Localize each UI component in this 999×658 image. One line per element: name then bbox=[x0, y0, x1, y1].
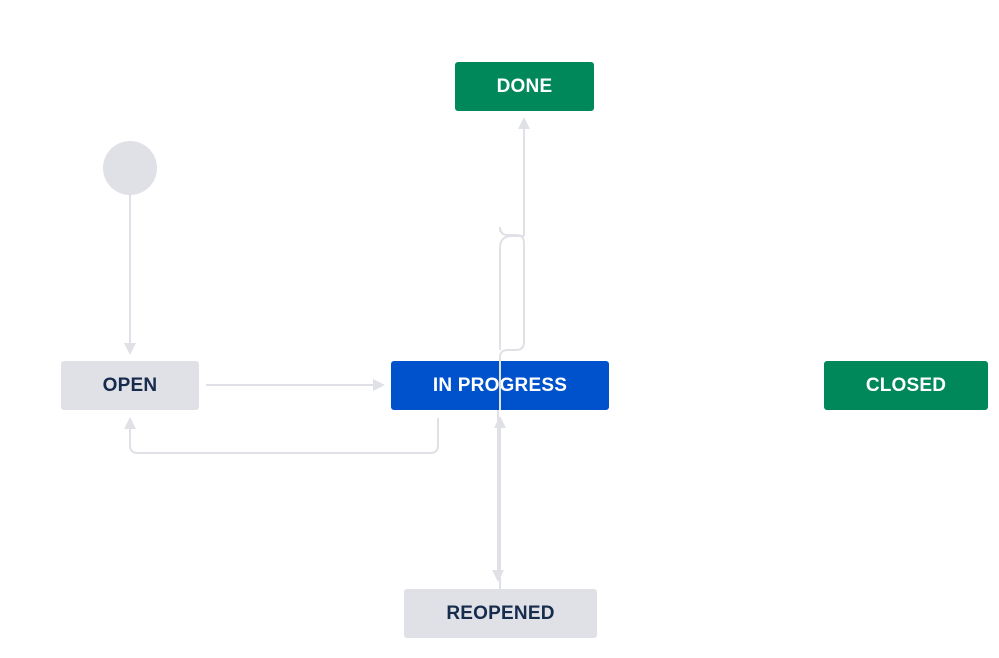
status-open[interactable]: OPEN bbox=[61, 361, 199, 410]
status-closed[interactable]: CLOSED bbox=[824, 361, 988, 410]
status-in-progress[interactable]: IN PROGRESS bbox=[391, 361, 609, 410]
start-circle-icon[interactable] bbox=[103, 141, 157, 195]
status-reopened[interactable]: REOPENED bbox=[404, 589, 597, 638]
transition-in-progress-to-done-jog bbox=[499, 235, 524, 350]
transition-in-progress-to-open[interactable] bbox=[124, 417, 439, 454]
transition-in-progress-to-done[interactable] bbox=[499, 226, 525, 361]
status-done[interactable]: DONE bbox=[455, 62, 594, 111]
